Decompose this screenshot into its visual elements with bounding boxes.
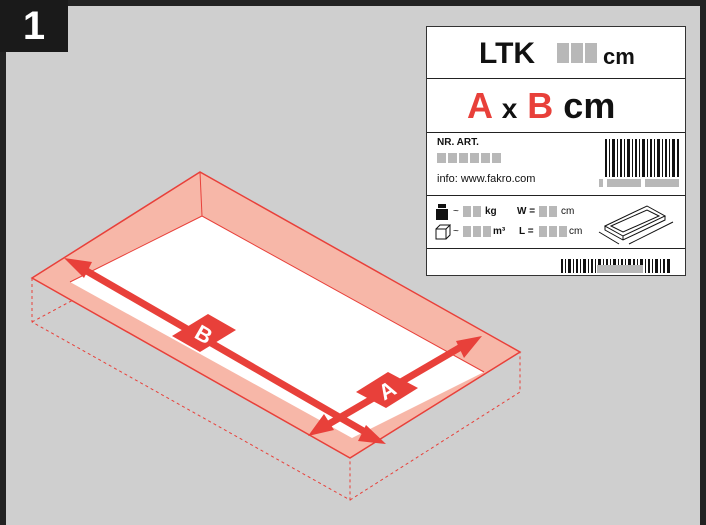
placeholder-block [473,226,481,237]
placeholder-block [463,206,471,217]
label-article-row: NR. ART. info: www.fakro.com [427,133,685,196]
placeholder-block [459,153,468,163]
placeholder-block [473,206,481,217]
label-dimensions-row: A x B cm [427,79,685,133]
barcode-icon [605,139,679,177]
l-unit: cm [569,226,583,237]
placeholder-block [585,43,597,63]
placeholder-block [448,153,457,163]
l-label: L = [519,226,534,237]
label-ltk-row: LTK cm [427,27,685,79]
article-label: NR. ART. [437,137,479,148]
placeholder-block [571,43,583,63]
placeholder-block [492,153,501,163]
placeholder-block [483,226,491,237]
dim-unit-text: cm [563,85,616,126]
volume-prefix: ~ [453,226,459,237]
dim-a-text: A [467,85,492,126]
w-unit: cm [561,206,575,217]
label-spec-row: ~ kg W = cm ~ m³ L = cm [427,196,685,249]
arrow-b [64,258,386,444]
placeholder-block [481,153,490,163]
volume-icon [435,224,451,240]
w-label: W = [517,206,536,217]
volume-unit: m³ [493,226,506,237]
placeholder-block [539,226,547,237]
placeholder-block [607,179,641,187]
placeholder-block [539,206,547,217]
placeholder-block [549,206,557,217]
placeholder-block [470,153,479,163]
tag-a: A [356,372,418,408]
tag-b: B [172,314,236,352]
ltk-unit: cm [603,44,635,69]
placeholder-block [559,226,567,237]
package-label: LTK cm A x B cm NR. ART. info: www.fakro… [426,26,686,276]
placeholder-block [437,153,446,163]
dim-x-text: x [501,93,518,124]
placeholder-block [463,226,471,237]
placeholder-block [599,179,603,187]
weight-icon [436,204,448,220]
box-outline-icon [598,205,674,245]
weight-unit: kg [485,206,497,217]
weight-prefix: ~ [453,206,459,217]
placeholder-block [549,226,557,237]
placeholder-block [645,179,679,187]
info-text: info: www.fakro.com [437,173,536,185]
ltk-text: LTK [479,37,536,70]
placeholder-block [557,43,569,63]
placeholder-block [597,265,643,273]
step-number-badge: 1 [0,0,68,52]
dim-b-text: B [527,85,554,126]
box-inner-edges [69,171,485,373]
